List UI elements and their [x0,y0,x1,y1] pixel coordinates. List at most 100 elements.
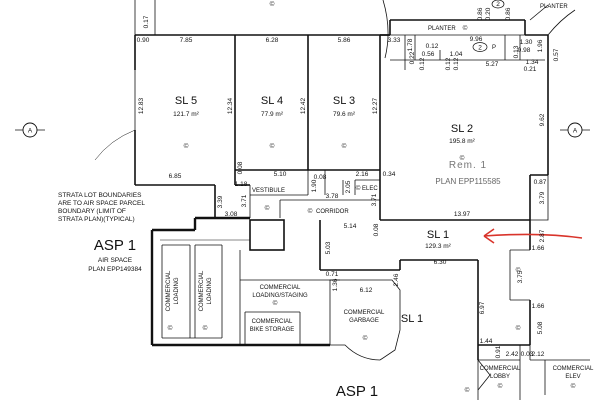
asp-name: ASP 1 [94,237,136,254]
strata-lot-sl1: SL 1 129.3 m² SL 1 [401,229,452,325]
svg-text:1.90: 1.90 [311,179,318,192]
svg-text:0.17: 0.17 [143,15,150,28]
section-marker-label: A [28,128,33,135]
commercial-loading-2: COMMERCIAL LOADING [199,270,213,311]
commercial-loading-staging: COMMERCIAL LOADING/STAGING [252,285,308,299]
strata-lot-sl2: SL 2 195.8 m² [449,123,475,145]
svg-text:0.08: 0.08 [314,174,327,181]
sl4-area: 77.9 m² [261,111,284,118]
svg-text:2: 2 [496,1,500,8]
svg-text:BIKE STORAGE: BIKE STORAGE [250,327,295,333]
svg-text:5.08: 5.08 [537,321,544,334]
svg-text:COMMERCIAL: COMMERCIAL [260,285,301,291]
svg-text:0.12: 0.12 [453,57,460,70]
svg-text:5.86: 5.86 [338,37,351,44]
svg-text:LOADING/STAGING: LOADING/STAGING [252,293,308,299]
sl1-name: SL 1 [427,229,449,241]
svg-text:2: 2 [478,45,482,52]
section-marker-right: A [560,122,590,138]
section-marker-left: A [15,122,45,138]
svg-text:1.96: 1.96 [537,39,544,52]
svg-text:0.20: 0.20 [485,7,492,20]
sl1-area: 129.3 m² [425,243,451,250]
asp-name: ASP 1 [336,383,378,400]
svg-text:13.97: 13.97 [454,211,471,218]
svg-text:©: © [342,142,347,150]
svg-text:©: © [270,142,275,150]
svg-text:©: © [273,299,278,307]
svg-text:2.12: 2.12 [532,351,545,358]
svg-text:0.90: 0.90 [137,37,150,44]
p-label: P [492,45,496,51]
svg-text:3.75: 3.75 [517,270,524,283]
svg-text:©: © [363,334,368,342]
red-arrow-icon [483,228,583,244]
common-symbol: © [184,142,189,150]
svg-text:1.34: 1.34 [526,59,539,66]
asp-label-upper: ASP 1 AIR SPACE PLAN EPP149384 [88,237,142,273]
commercial-lobby: COMMERCIAL LOBBY [480,366,521,380]
svg-text:6.85: 6.85 [169,173,182,180]
svg-text:2.05: 2.05 [345,180,352,193]
asp-subtitle: AIR SPACE [98,257,133,264]
svg-text:5.14: 5.14 [344,223,357,230]
circle-number-top: 2 [491,0,505,9]
svg-text:0.57: 0.57 [553,48,560,61]
svg-text:GARBAGE: GARBAGE [349,318,379,324]
svg-text:1.18: 1.18 [235,181,248,188]
common-symbols: © © © © © © © © © © © © © © © © [168,24,576,394]
svg-text:1.04: 1.04 [450,51,463,58]
svg-text:COMMERCIAL: COMMERCIAL [199,270,205,311]
svg-text:0.12: 0.12 [445,57,452,70]
svg-text:5.10: 5.10 [274,171,287,178]
svg-text:©: © [203,324,208,332]
strata-lot-sl4: SL 4 77.9 m² © [261,0,284,118]
dimension-labels: 0.17 0.90 7.85 6.28 5.86 3.33 1.78 0.86 … [137,7,560,358]
svg-text:6.30: 6.30 [434,259,447,266]
commercial-elev: COMMERCIAL ELEV [553,366,594,380]
sl2-area: 195.8 m² [449,138,475,145]
svg-text:STRATA LOT BOUNDARIES: STRATA LOT BOUNDARIES [58,192,142,199]
svg-text:0.86: 0.86 [505,7,512,20]
svg-text:COMMERCIAL: COMMERCIAL [166,270,172,311]
svg-text:12.42: 12.42 [300,97,307,114]
planter-left-label: PLANTER [428,26,456,32]
boundary-note: STRATA LOT BOUNDARIES ARE TO AIR SPACE P… [58,192,145,223]
elec-label: ELEC [362,186,378,192]
svg-text:©: © [308,207,313,215]
svg-text:0.03: 0.03 [521,351,534,358]
svg-text:0.12: 0.12 [426,43,439,50]
asp-plan: PLAN EPP149384 [88,266,142,273]
svg-text:BOUNDARY (LIMIT OF: BOUNDARY (LIMIT OF [58,208,126,215]
svg-text:1.36: 1.36 [332,278,339,291]
svg-text:ARE TO AIR SPACE PARCEL: ARE TO AIR SPACE PARCEL [58,200,145,207]
commercial-bike-storage: COMMERCIAL BIKE STORAGE [250,319,295,333]
svg-text:©: © [356,184,361,192]
svg-text:12.27: 12.27 [372,97,379,114]
common-symbol: © [270,0,275,8]
svg-text:3.33: 3.33 [388,37,401,44]
svg-text:6.97: 6.97 [479,301,486,314]
svg-text:LOADING: LOADING [207,277,213,304]
svg-text:COMMERCIAL: COMMERCIAL [553,366,594,372]
svg-text:©: © [265,204,270,212]
planter-right-label: PLANTER [540,4,568,10]
svg-text:1.66: 1.66 [532,245,545,252]
svg-text:0.34: 0.34 [383,171,396,178]
strata-lot-sl5: SL 5 121.7 m² © [173,95,199,150]
section-marker-label: A [573,128,578,135]
svg-text:6.28: 6.28 [266,37,279,44]
svg-text:2.42: 2.42 [506,351,519,358]
svg-text:©: © [498,382,503,390]
vestibule-label: VESTIBULE [252,188,285,194]
svg-text:6.12: 6.12 [360,287,373,294]
svg-text:2.16: 2.16 [356,171,369,178]
svg-text:1.66: 1.66 [532,303,545,310]
svg-text:12.34: 12.34 [227,97,234,114]
strata-lot-sl3: SL 3 79.6 m² [333,95,356,118]
building-outline [94,0,590,400]
svg-text:ELEV: ELEV [565,374,580,380]
svg-text:0.98: 0.98 [518,47,531,54]
corridor-label: CORRIDOR [316,209,349,215]
